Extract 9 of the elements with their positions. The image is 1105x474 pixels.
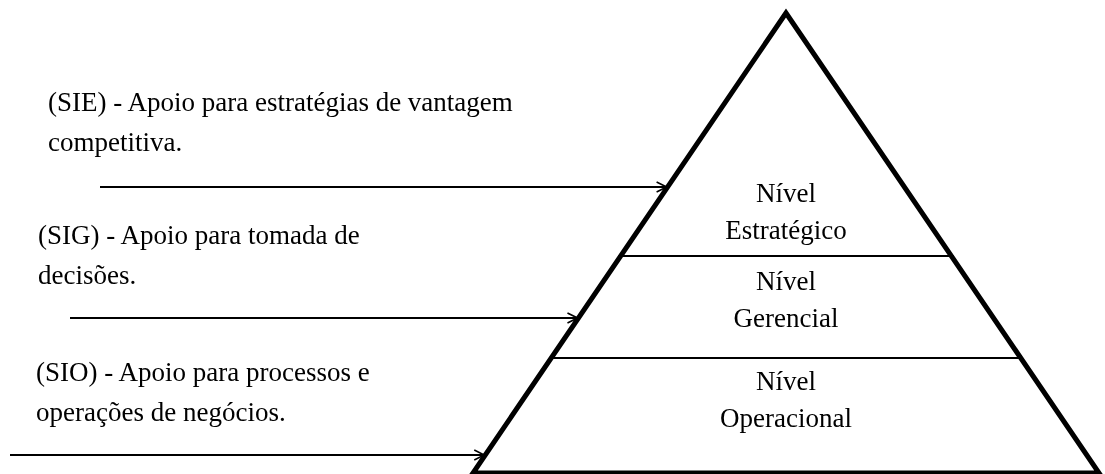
- arrow: [99, 181, 668, 193]
- description-text: (SIE) - Apoio para estratégias de vantagem competitiva.: [48, 86, 514, 159]
- level-label: Nível Operacional: [719, 365, 853, 435]
- description-text: (SIG) - Apoio para tomada de decisões.: [38, 219, 361, 292]
- level-label: Nível Estratégico: [724, 177, 848, 247]
- level-label: Nível Gerencial: [732, 265, 840, 335]
- description-text: (SIO) - Apoio para processos e operações de negócios.: [36, 356, 371, 429]
- arrow: [69, 312, 579, 324]
- arrow: [9, 449, 486, 461]
